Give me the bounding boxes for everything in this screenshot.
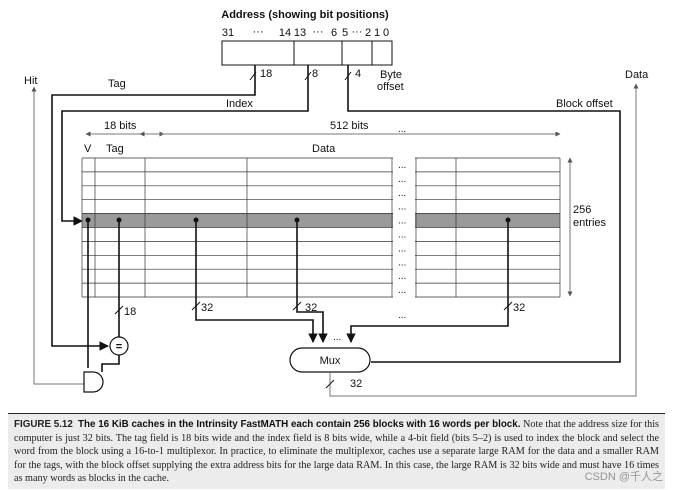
caption-body: Note that the address size for this comp… bbox=[14, 419, 660, 485]
tag-out-tick bbox=[114, 305, 124, 315]
data-mid-wire bbox=[296, 220, 328, 343]
mux-label: Mux bbox=[320, 355, 341, 367]
data-right-tick bbox=[503, 301, 513, 311]
bit-13: 13 bbox=[294, 27, 306, 39]
data-left-wire bbox=[195, 220, 318, 343]
address-title: Address (showing bit positions) bbox=[221, 9, 389, 21]
bit-6: 6 bbox=[331, 27, 337, 39]
mux-input-ellipsis: ... bbox=[333, 332, 341, 343]
bit-5: 5 bbox=[342, 27, 348, 39]
hit-label: Hit bbox=[24, 75, 37, 87]
data-right-wire bbox=[346, 220, 509, 343]
row-ellipsis: ... bbox=[398, 230, 406, 241]
comparator-equals: = bbox=[116, 341, 122, 353]
hit-wire bbox=[31, 86, 88, 385]
cache-array: ................................. bbox=[81, 157, 561, 321]
bit-14: 14 bbox=[279, 27, 291, 39]
data-left-width: 32 bbox=[201, 302, 213, 314]
tag-width-label: 18 bbox=[260, 68, 272, 80]
bits512-label: 512 bits bbox=[330, 120, 369, 132]
data-right-width: 32 bbox=[513, 302, 525, 314]
comparator-to-and-wire bbox=[101, 355, 120, 372]
ellipsis-column bbox=[393, 157, 415, 298]
cache-row-ellipses: ................................. bbox=[398, 160, 406, 321]
bit-1: 1 bbox=[374, 27, 380, 39]
bits512-ellipsis: ... bbox=[398, 124, 406, 135]
col-v-header: V bbox=[84, 143, 92, 155]
row-ellipsis: ... bbox=[398, 160, 406, 171]
row-ellipsis: ... bbox=[398, 243, 406, 254]
multiplexor: Mux bbox=[289, 347, 371, 373]
bit-31: 31 bbox=[222, 27, 234, 39]
row-ellipsis: ... bbox=[398, 174, 406, 185]
row-ellipsis: ... bbox=[398, 285, 406, 296]
data-mid-width: 32 bbox=[305, 302, 317, 314]
cache-grid-lines bbox=[81, 157, 561, 298]
block-offset-wire bbox=[347, 65, 621, 363]
tag-wire-label: Tag bbox=[108, 78, 126, 90]
data-left-tick bbox=[191, 301, 201, 311]
entries-word: entries bbox=[573, 217, 607, 229]
caption-box: FIGURE 5.12 The 16 KiB caches in the Int… bbox=[8, 413, 665, 489]
selected-row bbox=[82, 213, 560, 227]
col-tag-header: Tag bbox=[106, 143, 124, 155]
caption-figure-number: FIGURE 5.12 bbox=[14, 419, 73, 430]
byte-offset-label-1: Byte bbox=[380, 69, 402, 81]
index-wire-label: Index bbox=[226, 98, 253, 110]
row-ellipsis: ... bbox=[398, 188, 406, 199]
bit-dots-1: ··· bbox=[253, 26, 264, 38]
figure-caption: FIGURE 5.12 The 16 KiB caches in the Int… bbox=[14, 418, 659, 486]
cache-diagram: Address (showing bit positions) 31 ··· 1… bbox=[24, 9, 649, 397]
watermark: CSDN @千人之 bbox=[584, 471, 663, 483]
bits18-label: 18 bits bbox=[104, 120, 137, 132]
block-offset-label: Block offset bbox=[556, 98, 613, 110]
data-out-label: Data bbox=[625, 69, 649, 81]
bit-dots-2: ··· bbox=[313, 26, 324, 38]
col-data-header: Data bbox=[312, 143, 336, 155]
below-array-ellipsis: ... bbox=[398, 310, 406, 321]
data-mid-tick bbox=[292, 301, 302, 311]
row-ellipsis: ... bbox=[398, 257, 406, 268]
tag-out-width: 18 bbox=[124, 306, 136, 318]
row-ellipsis: ... bbox=[398, 271, 406, 282]
byte-offset-label-2: offset bbox=[377, 81, 404, 93]
mux-out-width: 32 bbox=[350, 378, 362, 390]
tag-comparator: = bbox=[109, 336, 129, 356]
index-wire bbox=[61, 65, 309, 226]
bit-2: 2 bbox=[365, 27, 371, 39]
data-out-wire bbox=[329, 83, 639, 397]
caption-heading: The 16 KiB caches in the Intrinsity Fast… bbox=[78, 419, 521, 430]
index-width-label: 8 bbox=[312, 68, 318, 80]
row-ellipsis: ... bbox=[398, 202, 406, 213]
address-register bbox=[221, 40, 393, 66]
offset-width-label: 4 bbox=[355, 68, 361, 80]
bit-dots-3: ··· bbox=[352, 26, 363, 38]
tag-wire bbox=[51, 65, 256, 351]
entries-count: 256 bbox=[573, 204, 591, 216]
and-gate bbox=[83, 371, 104, 393]
mux-out-tick bbox=[325, 379, 335, 389]
bit-0: 0 bbox=[383, 27, 389, 39]
row-ellipsis: ... bbox=[398, 216, 406, 227]
